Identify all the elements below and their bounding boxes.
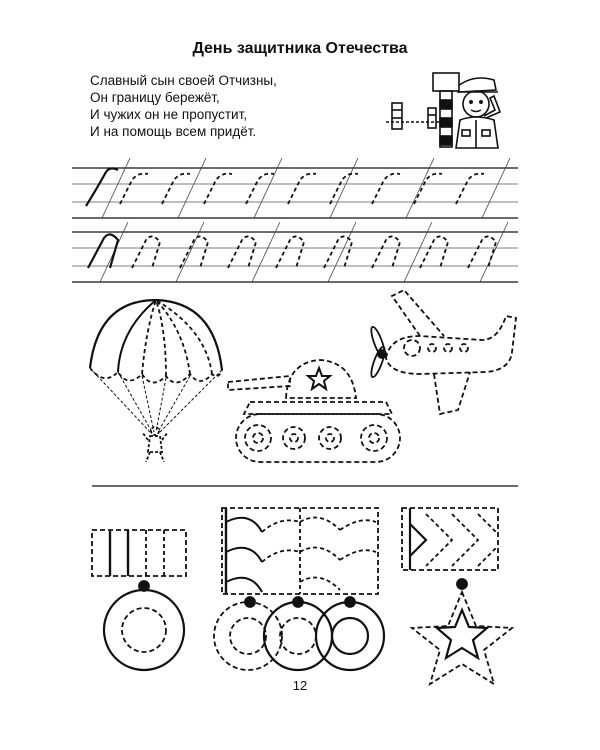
tracing-row-r xyxy=(72,157,518,219)
medal-icon xyxy=(91,529,187,672)
border-post-icon xyxy=(386,72,460,148)
poem: Славный сын своей Отчизны, Он границу бе… xyxy=(90,72,277,140)
tracing-row-n xyxy=(72,221,518,283)
page-title: День защитника Отечества xyxy=(192,40,408,57)
tank-star-icon xyxy=(305,365,333,392)
medals-icon xyxy=(213,507,386,672)
poem-line-4: И на помощь всем придёт. xyxy=(90,124,257,139)
poem-line-1: Славный сын своей Отчизны, xyxy=(90,73,277,88)
page-number: 12 xyxy=(292,678,308,693)
poem-line-3: И чужих он не пропустит, xyxy=(90,107,248,122)
airplane-icon xyxy=(385,288,517,416)
propeller-icon xyxy=(370,326,387,378)
tank-icon xyxy=(227,359,401,463)
poem-line-2: Он границу бережёт, xyxy=(90,90,220,105)
parachute-icon xyxy=(88,298,224,463)
star-medal-icon xyxy=(401,507,515,687)
soldier-icon xyxy=(455,77,502,149)
